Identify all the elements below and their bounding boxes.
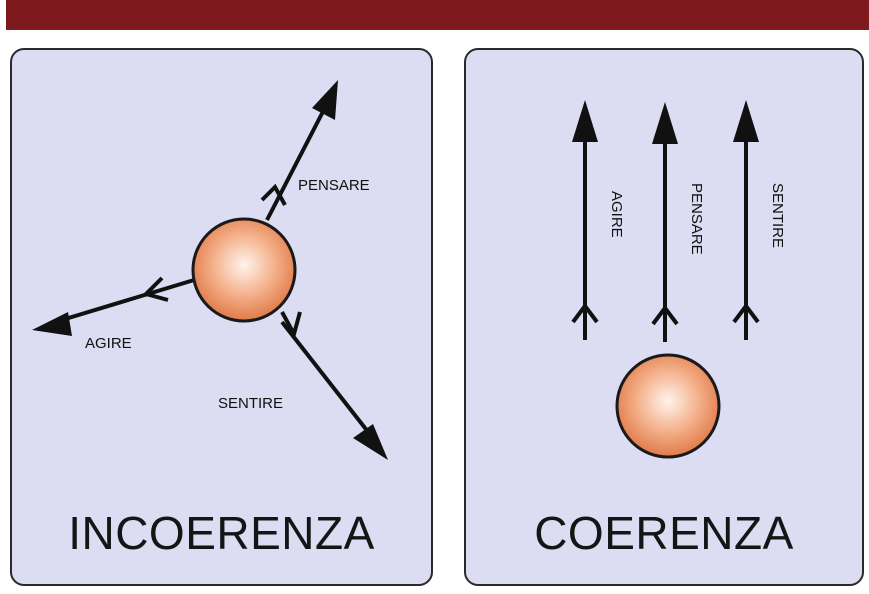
incoerenza-panel: PENSARE AGIRE SENTIRE INCOERENZA: [10, 48, 433, 586]
label-agire: AGIRE: [85, 335, 132, 352]
incoerenza-title: INCOERENZA: [68, 507, 375, 559]
label-pensare: PENSARE: [688, 183, 705, 255]
coerenza-title: COERENZA: [534, 507, 794, 559]
coherence-diagram: AGIRE PENSARE SENTIRE: [571, 100, 786, 459]
label-pensare: PENSARE: [298, 177, 370, 194]
agire-arrow: [571, 100, 599, 340]
label-sentire: SENTIRE: [769, 183, 786, 248]
coerenza-panel: AGIRE PENSARE SENTIRE COERENZA: [464, 48, 864, 586]
incoherence-diagram: PENSARE AGIRE SENTIRE: [32, 80, 388, 460]
top-banner: [6, 0, 869, 30]
sentire-arrow: [280, 311, 388, 460]
center-ball: [191, 217, 297, 323]
center-ball: [615, 353, 721, 459]
label-sentire: SENTIRE: [218, 395, 283, 412]
pensare-arrow: [260, 80, 338, 221]
pensare-arrow: [651, 102, 679, 342]
agire-arrow: [32, 276, 195, 336]
label-agire: AGIRE: [608, 191, 625, 238]
sentire-arrow: [732, 100, 760, 340]
